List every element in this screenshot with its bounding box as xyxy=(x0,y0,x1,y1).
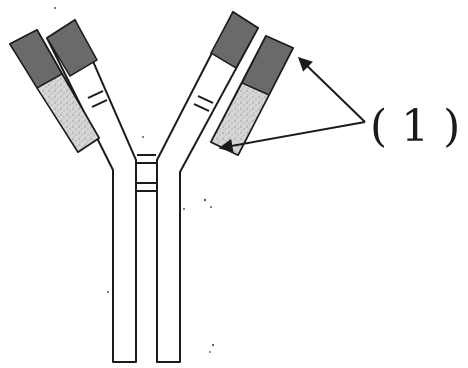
hinge-disulfide-bonds xyxy=(137,155,156,191)
annotation-arrow-upper xyxy=(299,58,365,122)
right-heavy-chain xyxy=(157,12,258,362)
annotation-label: ( 1 ) xyxy=(370,101,460,152)
